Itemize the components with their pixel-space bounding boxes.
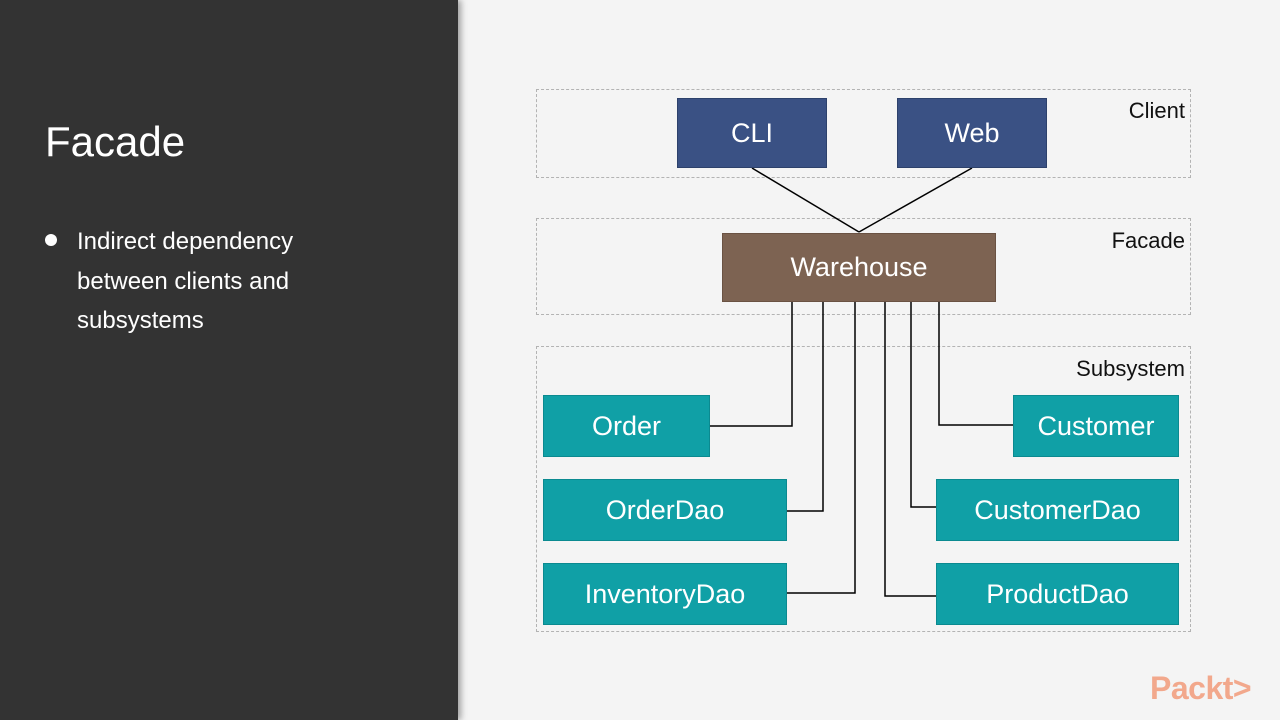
bullet-text: Indirect dependency between clients and …: [77, 228, 294, 334]
connector-cli-warehouse: [751, 167, 860, 233]
connector-warehouse-order: [710, 302, 793, 427]
connector-warehouse-orderdao: [787, 302, 824, 512]
customer-node: Customer: [1013, 395, 1179, 457]
client-group-box: [536, 89, 1191, 178]
cli-node: CLI: [677, 98, 827, 168]
subsystem-group-label: Subsystem: [1076, 356, 1185, 381]
facade-group-label: Facade: [1111, 228, 1185, 253]
connector-warehouse-customerdao: [910, 302, 936, 508]
connector-warehouse-inventorydao: [787, 302, 856, 594]
client-group-label: Client: [1128, 98, 1185, 123]
connector-warehouse-customer: [938, 302, 1013, 426]
slide-title: Facade: [45, 118, 186, 165]
subsystem-group-box: [536, 346, 1191, 632]
connector-warehouse-productdao: [884, 302, 936, 597]
order-dao-node: OrderDao: [543, 479, 787, 541]
bullet-item: Indirect dependency between clients and …: [45, 222, 347, 341]
order-node: Order: [543, 395, 710, 457]
facade-group-box: [536, 218, 1191, 315]
left-panel: Facade Indirect dependency between clien…: [0, 0, 458, 720]
warehouse-node: Warehouse: [722, 233, 996, 302]
connector-web-warehouse: [858, 167, 973, 233]
inventory-dao-node: InventoryDao: [543, 563, 787, 625]
packt-logo: Packt>: [1150, 670, 1252, 706]
bullet-dot-icon: [45, 234, 57, 246]
bullet-list: Indirect dependency between clients and …: [45, 222, 347, 341]
web-node: Web: [897, 98, 1047, 168]
customer-dao-node: CustomerDao: [936, 479, 1179, 541]
product-dao-node: ProductDao: [936, 563, 1179, 625]
